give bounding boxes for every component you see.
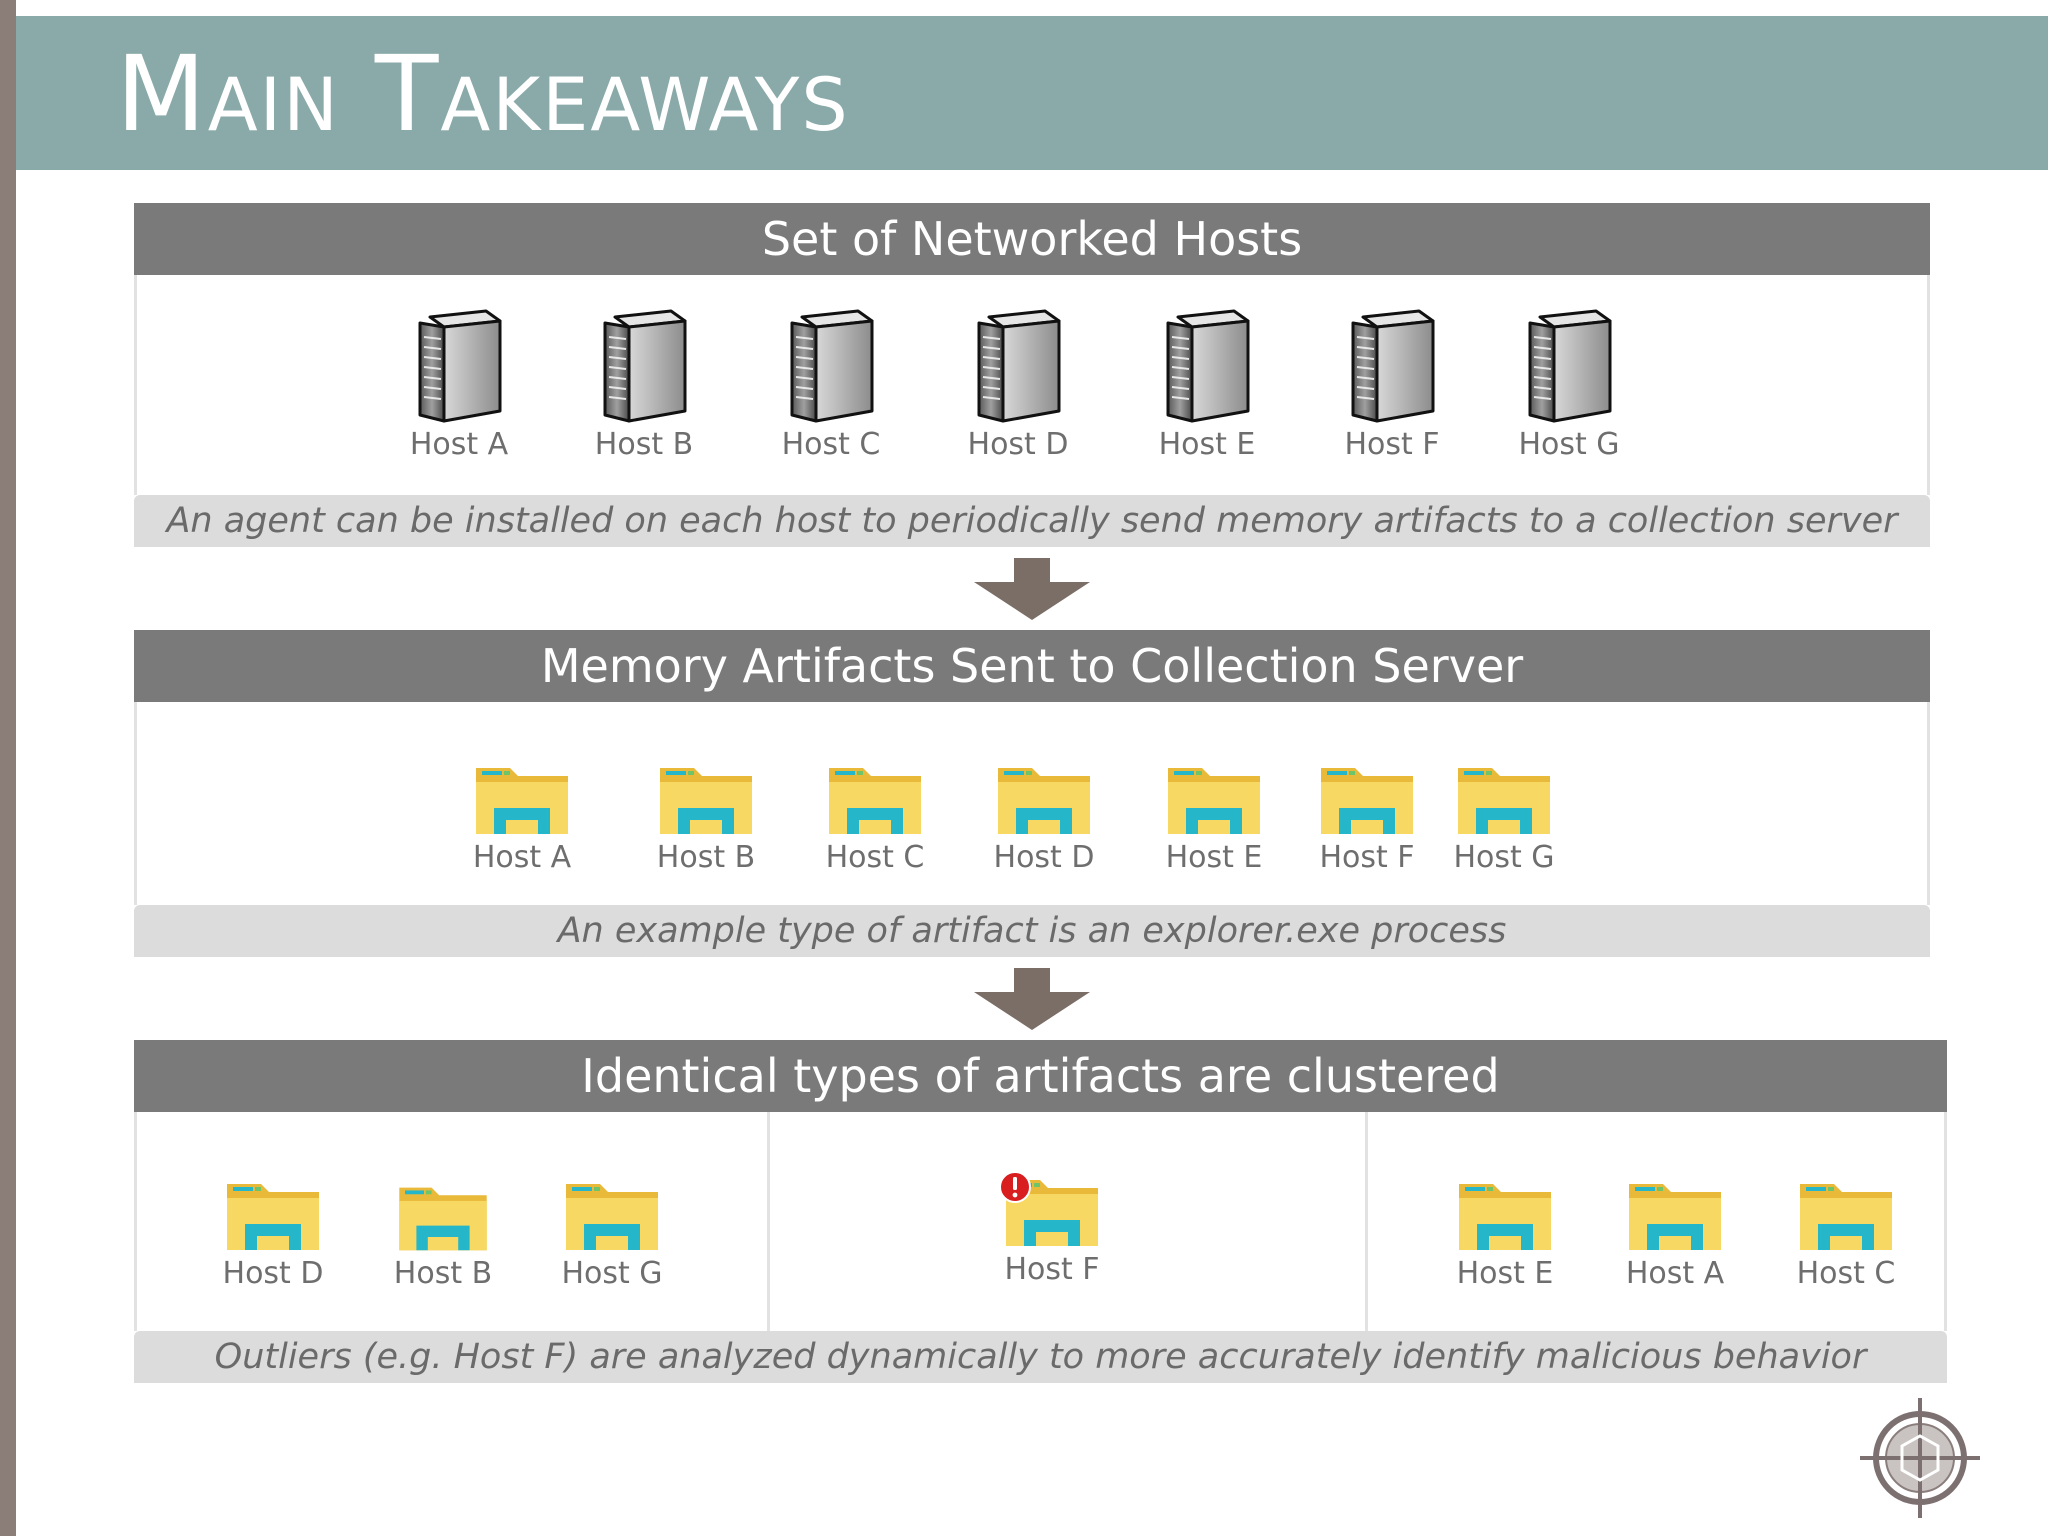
- cluster-item-label: Host B: [393, 1256, 493, 1291]
- host-label: Host D: [967, 427, 1069, 462]
- explorer-folder-icon: [660, 768, 752, 834]
- host-label: Host F: [1344, 427, 1440, 462]
- artifact-label: Host F: [1319, 840, 1415, 875]
- host-item: Host D: [958, 307, 1078, 462]
- host-item: Host B: [584, 307, 704, 462]
- artifact-item: Host A: [467, 760, 577, 875]
- explorer-folder-icon: [1629, 1184, 1721, 1250]
- explorer-folder-icon: [1321, 768, 1413, 834]
- host-label: Host G: [1518, 427, 1620, 462]
- artifact-item: Host E: [1159, 760, 1269, 875]
- host-item: Host E: [1147, 307, 1267, 462]
- down-arrow-icon: [974, 558, 1090, 620]
- title-band: Main Takeaways: [16, 16, 2048, 170]
- artifact-label: Host A: [472, 840, 572, 875]
- cluster-item-label: Host A: [1625, 1256, 1725, 1291]
- memory-artifacts-panel: Memory Artifacts Sent to Collection Serv…: [134, 630, 1930, 957]
- panel-header: Memory Artifacts Sent to Collection Serv…: [134, 630, 1930, 702]
- server-icon: [418, 309, 502, 423]
- cluster-item: Host D: [218, 1176, 328, 1291]
- explorer-folder-icon: [476, 768, 568, 834]
- explorer-folder-icon: [829, 768, 921, 834]
- alert-icon: [999, 1171, 1031, 1203]
- panel-header: Identical types of artifacts are cluster…: [134, 1040, 1947, 1112]
- artifact-item: Host F: [1312, 760, 1422, 875]
- panel-caption: An example type of artifact is an explor…: [134, 905, 1930, 957]
- explorer-folder-icon: [227, 1184, 319, 1250]
- explorer-folder-icon: [1459, 1184, 1551, 1250]
- server-icon: [977, 309, 1061, 423]
- cluster-item: Host E: [1450, 1176, 1560, 1291]
- host-item: Host A: [399, 307, 519, 462]
- server-icon: [603, 309, 687, 423]
- host-label: Host A: [409, 427, 509, 462]
- explorer-folder-icon: [1800, 1184, 1892, 1250]
- host-item: Host G: [1509, 307, 1629, 462]
- networked-hosts-panel: Set of Networked Hosts Host A Host B Hos…: [134, 203, 1930, 547]
- host-item: Host F: [1332, 307, 1452, 462]
- artifact-label: Host G: [1453, 840, 1555, 875]
- panel-body: Host A Host B Host C Host D Host E Host …: [134, 702, 1930, 905]
- server-icon: [1166, 309, 1250, 423]
- artifact-item: Host C: [820, 760, 930, 875]
- panel-caption: An agent can be installed on each host t…: [134, 495, 1930, 547]
- artifact-item: Host D: [989, 760, 1099, 875]
- artifact-label: Host E: [1165, 840, 1263, 875]
- artifact-item: Host B: [651, 760, 761, 875]
- server-icon: [790, 309, 874, 423]
- artifact-label: Host B: [656, 840, 756, 875]
- server-icon: [1351, 309, 1435, 423]
- server-icon: [1528, 309, 1612, 423]
- cluster-item-label: Host D: [222, 1256, 324, 1291]
- artifact-label: Host C: [825, 840, 925, 875]
- explorer-folder-icon: [998, 768, 1090, 834]
- panel-caption: Outliers (e.g. Host F) are analyzed dyna…: [134, 1331, 1947, 1383]
- slide-title: Main Takeaways: [116, 33, 850, 155]
- cluster-item: Host G: [557, 1176, 667, 1291]
- explorer-folder-icon: [1458, 768, 1550, 834]
- host-label: Host C: [781, 427, 881, 462]
- down-arrow-icon: [974, 968, 1090, 1030]
- artifact-label: Host D: [993, 840, 1095, 875]
- panel-body: Host A Host B Host C Host D Host E Host …: [134, 275, 1930, 495]
- host-label: Host E: [1158, 427, 1256, 462]
- top-band: [16, 0, 2048, 16]
- outlier-item: Host F: [997, 1171, 1107, 1287]
- panel-body: Host D Host B Host G Host F H: [134, 1112, 1947, 1331]
- host-label: Host B: [594, 427, 694, 462]
- cluster-item: Host C: [1791, 1176, 1901, 1291]
- clustered-artifacts-panel: Identical types of artifacts are cluster…: [134, 1040, 1947, 1383]
- artifact-item: Host G: [1449, 760, 1559, 875]
- left-accent-bar: [0, 0, 16, 1536]
- cluster-item-label: Host C: [1796, 1256, 1896, 1291]
- cluster-item-label: Host F: [1004, 1252, 1100, 1287]
- crosshair-logo-icon: [1860, 1398, 1980, 1518]
- cluster-item-label: Host G: [561, 1256, 663, 1291]
- explorer-folder-icon: [1168, 768, 1260, 834]
- panel-header: Set of Networked Hosts: [134, 203, 1930, 275]
- cluster-divider: [1365, 1112, 1368, 1331]
- explorer-folder-icon: [566, 1184, 658, 1250]
- cluster-item-label: Host E: [1456, 1256, 1554, 1291]
- explorer-folder-icon: [399, 1187, 487, 1251]
- cluster-divider: [767, 1112, 770, 1331]
- host-item: Host C: [771, 307, 891, 462]
- cluster-item: Host B: [388, 1180, 498, 1291]
- cluster-item: Host A: [1620, 1176, 1730, 1291]
